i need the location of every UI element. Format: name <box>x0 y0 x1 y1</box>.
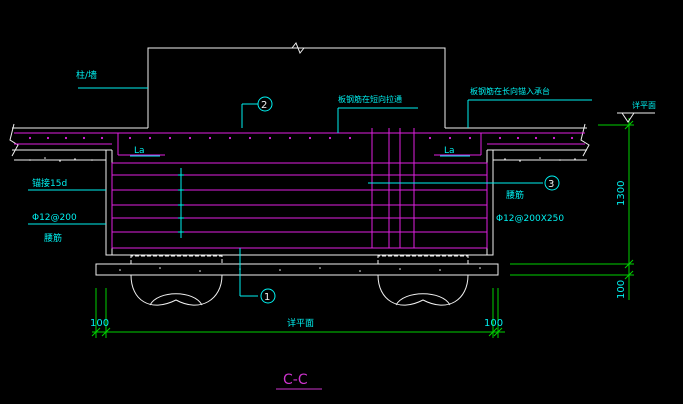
pile-cap-body <box>105 150 494 256</box>
cushion-layer <box>95 263 499 276</box>
label-embed: 锚接15d <box>32 177 67 189</box>
label-slab-rebar-anchor: 板钢筋在长向锚入承台 <box>470 86 550 96</box>
label-waist-left: 腰筋 <box>44 232 62 244</box>
reference-markers <box>257 96 560 304</box>
cage-ticks <box>178 168 184 238</box>
label-elev-top: 详平面 <box>632 100 656 110</box>
marker-2-label: 2 <box>261 100 267 111</box>
label-dim-100-right: 100 <box>484 318 503 329</box>
pile-left <box>130 274 223 306</box>
pile-left-inner <box>149 293 203 306</box>
elevation-marker <box>617 112 655 123</box>
label-dim-100-vert: 100 <box>616 280 627 299</box>
slab-break-right <box>580 123 590 157</box>
pile-right-inner <box>395 293 451 306</box>
dimensions <box>91 118 634 338</box>
pile-right <box>377 274 469 306</box>
section-title: C-C <box>283 372 308 388</box>
label-dim-1300: 1300 <box>616 181 627 206</box>
leaders <box>28 87 592 297</box>
label-la-right: La <box>444 146 455 156</box>
marker-3-circle <box>544 175 560 191</box>
label-right-rebar: Φ12@200X250 <box>496 214 564 224</box>
label-col-wall: 柱/墙 <box>76 69 97 81</box>
marker-1-circle <box>260 288 276 304</box>
slab-rebar-dots <box>28 136 574 140</box>
label-elev-bottom: 详平面 <box>287 317 314 329</box>
rebar <box>14 128 585 249</box>
label-dim-100-left: 100 <box>90 318 109 329</box>
column-break-mark <box>291 42 305 54</box>
outline <box>9 42 590 306</box>
slab-break-left <box>9 123 19 157</box>
pile-right-cap <box>377 255 469 264</box>
marker-2-circle <box>257 96 273 112</box>
column-outline <box>147 47 446 128</box>
label-la-left: La <box>134 146 145 156</box>
label-left-rebar: Φ12@200 <box>32 213 77 223</box>
marker-3-label: 3 <box>548 179 554 190</box>
marker-1-label: 1 <box>264 292 270 303</box>
label-slab-rebar-through: 板钢筋在短向拉通 <box>338 94 402 104</box>
pile-left-cap <box>130 255 223 264</box>
label-waist-right: 腰筋 <box>506 189 524 201</box>
